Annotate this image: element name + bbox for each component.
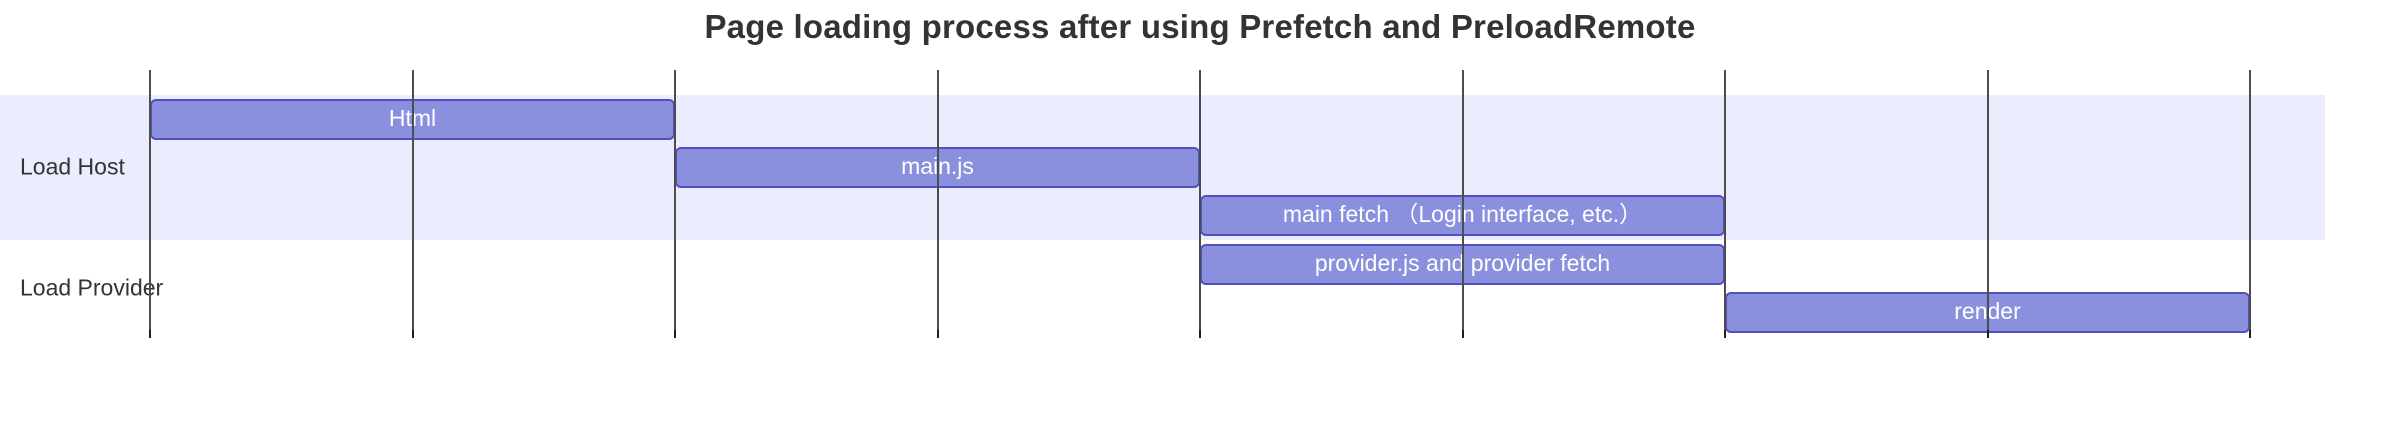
chart-title: Page loading process after using Prefetc… <box>704 8 1696 45</box>
section-label: Load Host <box>20 153 125 180</box>
gridline <box>1199 70 1201 338</box>
section-label: Load Provider <box>20 274 164 301</box>
gridline <box>937 70 939 338</box>
gridline <box>412 70 414 338</box>
axis-tick <box>1462 330 1464 338</box>
axis-tick <box>937 330 939 338</box>
axis-tick <box>1199 330 1201 338</box>
axis-tick <box>412 330 414 338</box>
gridline <box>1724 70 1726 338</box>
gridline <box>674 70 676 338</box>
axis-tick <box>674 330 676 338</box>
axis-tick <box>1987 330 1989 338</box>
gridline <box>2249 70 2251 338</box>
gridline <box>1462 70 1464 338</box>
axis-tick <box>2249 330 2251 338</box>
axis-tick <box>1724 330 1726 338</box>
gridline <box>149 70 151 338</box>
axis-tick <box>149 330 151 338</box>
gridline <box>1987 70 1989 338</box>
